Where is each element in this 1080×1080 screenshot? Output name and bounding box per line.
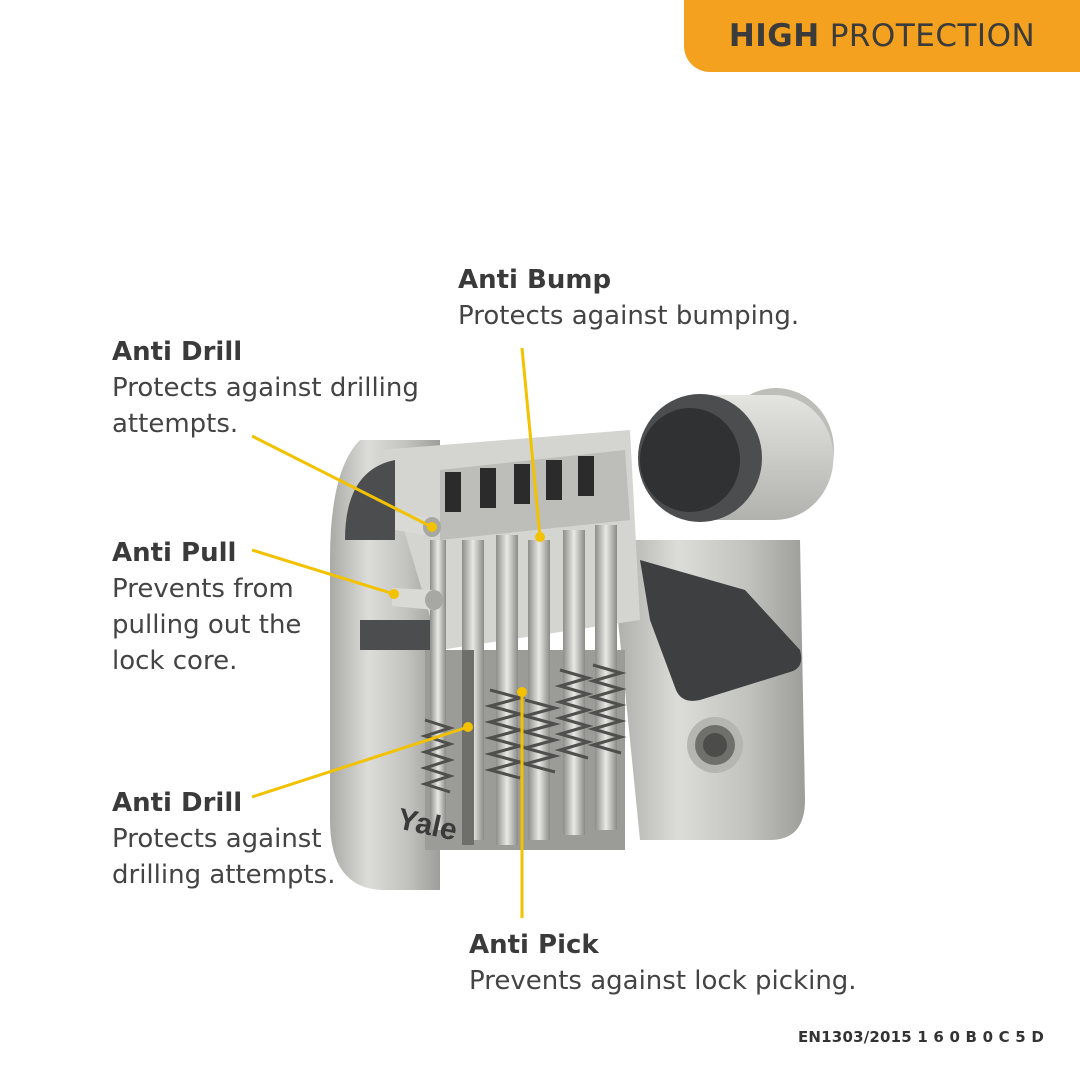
callout-title: Anti Drill xyxy=(112,337,243,367)
cam xyxy=(640,560,802,701)
callout-description: Protects against bumping. xyxy=(458,301,800,331)
callout-title: Anti Pull xyxy=(112,538,237,568)
badge-light-text: PROTECTION xyxy=(829,18,1036,54)
leader-anti-pull xyxy=(251,548,395,596)
callout-anti-pull: Anti Pull Prevents from pulling out the … xyxy=(112,535,372,679)
springs xyxy=(420,663,627,794)
leader-anti-drill-bottom xyxy=(251,725,469,799)
callout-anti-pick: Anti Pick Prevents against lock picking. xyxy=(469,927,889,999)
certification-code: EN1303/2015 1 6 0 B 0 C 5 D xyxy=(797,1028,1044,1046)
callout-description: Protects against drilling attempts. xyxy=(112,373,419,439)
callout-description: Prevents from pulling out the lock core. xyxy=(112,574,302,676)
leader-anti-drill-top xyxy=(251,434,433,529)
anti-drill-pin xyxy=(395,512,441,537)
callout-anti-bump: Anti Bump Protects against bumping. xyxy=(458,262,858,334)
callout-title: Anti Drill xyxy=(112,788,243,818)
callout-title: Anti Bump xyxy=(458,265,612,295)
leader-endpoints xyxy=(389,522,545,732)
cylinder-end-cap xyxy=(638,388,834,522)
callout-title: Anti Pick xyxy=(469,930,599,960)
leader-anti-bump xyxy=(520,347,542,538)
badge-bold-text: HIGH xyxy=(728,18,820,54)
callout-description: Protects against drilling attempts. xyxy=(112,824,336,890)
anti-pull-pin xyxy=(392,588,443,610)
leader-lines xyxy=(251,347,542,918)
callout-anti-drill-bottom: Anti Drill Protects against drilling att… xyxy=(112,785,412,893)
callout-description: Prevents against lock picking. xyxy=(469,966,857,996)
protection-level-badge: HIGH PROTECTION xyxy=(684,0,1080,72)
callout-anti-drill-top: Anti Drill Protects against drilling att… xyxy=(112,334,452,442)
